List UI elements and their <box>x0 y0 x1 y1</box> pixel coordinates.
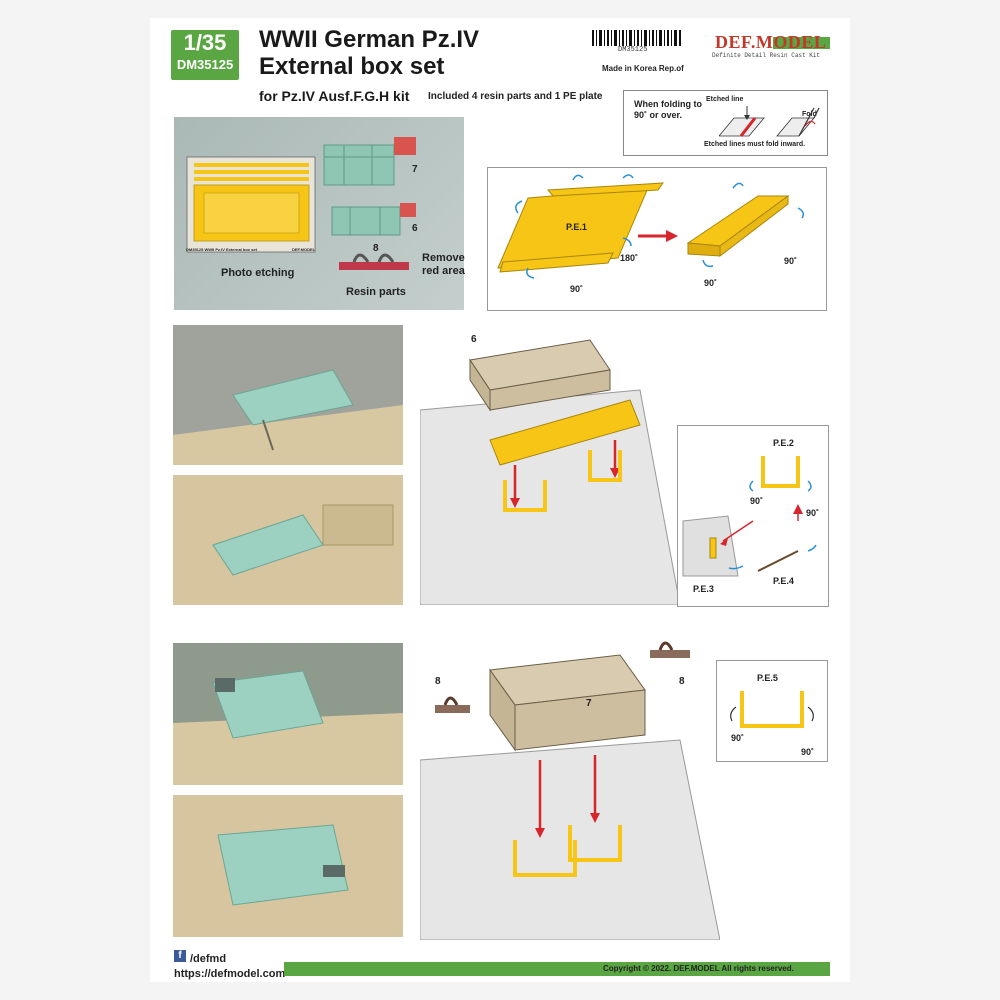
pe5-angle-90-a: 90˚ <box>731 733 745 743</box>
step-photo-1-image <box>173 325 403 465</box>
pe5-angle-90-b: 90˚ <box>801 747 815 757</box>
remove-red-area-note: Remove red area <box>422 252 465 278</box>
step3-part-8-right: 8 <box>679 676 685 687</box>
part-7-label: 7 <box>412 164 418 175</box>
fret-label: DM35125 WWII Pz.IV External box set <box>186 247 257 252</box>
brand-tagline: Definite Detail Resin Cast Kit <box>712 52 821 59</box>
brand-logo: DEF.MODEL <box>715 32 827 52</box>
etched-line-label: Etched line <box>706 96 744 103</box>
pe2-angle-90-b: 90˚ <box>806 508 820 518</box>
part-6-label: 6 <box>412 223 418 234</box>
fold-instruction-box: When folding to 90˚ or over. Etched line… <box>623 90 828 156</box>
pe1-angle-90-b: 90˚ <box>704 278 718 288</box>
pe1-angle-90-a: 90˚ <box>570 284 584 294</box>
pe2-detail-diagram <box>682 456 817 577</box>
parts-photo <box>174 117 464 310</box>
photo-etching-caption: Photo etching <box>221 267 295 279</box>
footer-green-bar <box>284 962 830 976</box>
step-photo-3 <box>173 643 403 785</box>
step1-assembly-drawing <box>420 339 680 605</box>
pe1-fold-panel: P.E.1 180˚ 90˚ 90˚ 90˚ <box>487 167 827 311</box>
step3-part-7-label: 7 <box>586 698 592 709</box>
fret-brand: DEF.MODEL <box>292 247 316 252</box>
pe5-label: P.E.5 <box>757 673 778 683</box>
pe5-detail-panel: P.E.5 90˚ 90˚ <box>716 660 828 762</box>
facebook-icon: f <box>174 950 186 962</box>
fold-diagram-icon <box>719 106 820 137</box>
remove-note-line-1: Remove <box>422 252 465 264</box>
step-photo-3-image <box>173 643 403 785</box>
product-code: DM35125 <box>176 57 234 72</box>
fold-note-text: When folding to 90˚ or over. <box>634 99 702 121</box>
title-line-1: WWII German Pz.IV <box>259 26 480 53</box>
logo-green-bar <box>773 37 830 49</box>
title-line-2: External box set <box>259 53 445 80</box>
step-photo-2 <box>173 475 403 605</box>
website-link[interactable]: https://defmodel.com <box>174 968 286 980</box>
step1-part-6-label: 6 <box>471 334 477 345</box>
pe1-angle-180: 180˚ <box>620 253 639 263</box>
barcode-code: DM35125 <box>618 46 648 54</box>
step3-part-8-left: 8 <box>435 676 441 687</box>
remove-note-line-2: red area <box>422 265 465 277</box>
barcode <box>592 30 681 46</box>
scale-text: 1/35 <box>183 30 227 55</box>
step-photo-4-image <box>173 795 403 937</box>
scale-badge: 1/35 DM35125 <box>171 30 239 80</box>
copyright-text: Copyright © 2022. DEF.MODEL All rights r… <box>603 964 794 973</box>
step-photo-4 <box>173 795 403 937</box>
pe1-angle-90-c: 90˚ <box>784 256 798 266</box>
fold-rule-text: Etched lines must fold inward. <box>704 141 806 148</box>
page-subtitle: for Pz.IV Ausf.F.G.H kit <box>259 88 410 104</box>
pe2-label: P.E.2 <box>773 438 794 448</box>
pe2-detail-panel: P.E.2 90˚ 90˚ P.E.3 P.E.4 <box>677 425 829 607</box>
pe3-label: P.E.3 <box>693 584 714 594</box>
pe1-fold-diagram <box>497 174 805 279</box>
parts-photo-image <box>186 137 416 270</box>
part-8-label: 8 <box>373 243 379 254</box>
step-photo-1 <box>173 325 403 465</box>
fold-note-line-1: When folding to <box>634 99 702 109</box>
fold-note-line-2: 90˚ or over. <box>634 110 683 120</box>
facebook-handle[interactable]: /defmd <box>190 953 227 965</box>
pe1-label: P.E.1 <box>566 222 587 232</box>
included-note: Included 4 resin parts and 1 PE plate <box>428 91 603 102</box>
step3-assembly-drawing <box>420 641 720 940</box>
page-title: WWII German Pz.IV External box set <box>259 26 479 80</box>
pe5-detail-diagram <box>730 691 814 728</box>
pe4-label: P.E.4 <box>773 576 794 586</box>
pe2-angle-90-a: 90˚ <box>750 496 764 506</box>
fold-label: Fold <box>802 111 817 118</box>
resin-parts-caption: Resin parts <box>346 286 406 298</box>
made-in-text: Made in Korea Rep.of <box>602 64 684 73</box>
step-photo-2-image <box>173 475 403 605</box>
